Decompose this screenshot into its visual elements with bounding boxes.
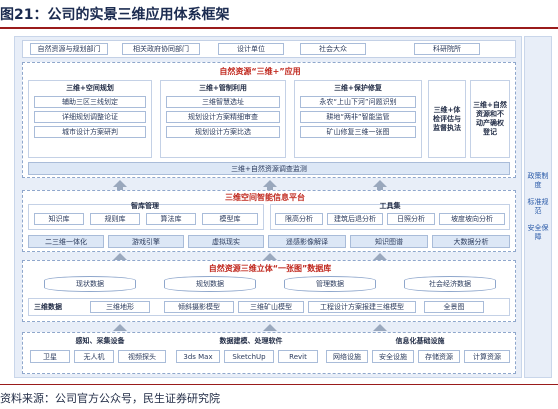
tool-item: 限高分析 <box>275 213 323 225</box>
protect-item: 矿山修复三维一张图 <box>300 126 416 138</box>
it-item: 网络设施 <box>326 350 368 363</box>
up-arrow <box>373 324 387 331</box>
data-cylinder: 现状数据 <box>44 276 136 292</box>
side-column <box>524 36 552 378</box>
engine-item: 知识图谱 <box>350 235 428 248</box>
side-item: 政策制度 <box>527 172 549 189</box>
it-item: 计算资源 <box>464 350 510 363</box>
up-arrow <box>373 253 387 260</box>
planning-item: 详细规划调整论证 <box>34 111 146 123</box>
tool-item: 日照分析 <box>387 213 435 225</box>
sense-group-title: 感知、采集设备 <box>75 337 125 345</box>
up-arrow <box>263 324 277 331</box>
database-title: 自然资源三维立体“一张图”数据库 <box>208 264 332 273</box>
control-item: 规划设计方案精细审查 <box>166 111 280 123</box>
title-divider <box>0 27 558 29</box>
protect-item: 耕地“两非”智能监管 <box>300 111 416 123</box>
control-group-title: 三维+管制利用 <box>199 83 247 92</box>
3d-data-item: 三维地形 <box>90 301 150 313</box>
property-group: 三维+自然资源和不动产确权登记 <box>470 80 510 158</box>
tool-item: 建筑后退分析 <box>327 213 383 225</box>
protect-item: 永农“上山下河”问题识别 <box>300 96 416 108</box>
source-divider <box>0 384 558 385</box>
platform-title: 三维空间智能信息平台 <box>225 193 305 202</box>
sense-item: 卫星 <box>30 350 70 363</box>
library-item: 算法库 <box>146 213 196 225</box>
software-item: Revit <box>278 350 318 363</box>
planning-group-title: 三维+空间规划 <box>66 83 114 92</box>
side-item: 标准规范 <box>527 198 549 215</box>
application-layer-title: 自然资源“三维+”应用 <box>219 66 301 76</box>
protect-group-title: 三维+保护修复 <box>334 83 382 92</box>
up-arrow <box>113 253 127 260</box>
it-group-title: 信息化基础设施 <box>395 337 445 345</box>
survey-bar: 三维+自然资源调查监测 <box>28 162 510 175</box>
data-cylinder: 规划数据 <box>164 276 256 292</box>
it-item: 安全设施 <box>372 350 414 363</box>
eval-group: 三维+体检评估与监督执法 <box>428 80 466 158</box>
user-item: 相关政府协同部门 <box>122 43 200 55</box>
3d-data-item: 工程设计方案报建三维模型 <box>308 301 416 313</box>
library-group-title: 智库管理 <box>131 202 159 210</box>
side-item: 安全保障 <box>527 224 549 241</box>
engine-item: 遥感影像解译 <box>268 235 346 248</box>
sense-item: 无人机 <box>74 350 114 363</box>
3d-data-item: 三维矿山模型 <box>238 301 304 313</box>
up-arrow-stem <box>117 187 123 190</box>
user-item: 设计单位 <box>218 43 284 55</box>
up-arrow <box>113 324 127 331</box>
up-arrow <box>263 180 277 187</box>
up-arrow <box>373 180 387 187</box>
control-item: 规划设计方案比选 <box>166 126 280 138</box>
up-arrow-stem <box>377 187 383 190</box>
user-item: 社会大众 <box>300 43 366 55</box>
library-item: 模型库 <box>202 213 258 225</box>
library-item: 知识库 <box>34 213 84 225</box>
engine-item: 大数据分析 <box>432 235 510 248</box>
user-item: 自然资源与规划部门 <box>30 43 108 55</box>
figure-title: 图21：公司的实景三维应用体系框架 <box>0 7 230 23</box>
control-item: 三维智慧选址 <box>166 96 280 108</box>
engine-item: 二三维一体化 <box>28 235 104 248</box>
planning-item: 城市设计方案研判 <box>34 126 146 138</box>
engine-item: 虚拟现实 <box>188 235 264 248</box>
3d-data-item: 全景图 <box>424 301 484 313</box>
software-group-title: 数据建模、处理软件 <box>219 337 283 345</box>
up-arrow <box>113 180 127 187</box>
engine-item: 游戏引擎 <box>108 235 184 248</box>
data-cylinder: 社会经济数据 <box>404 276 496 292</box>
planning-item: 辅助三区三线划定 <box>34 96 146 108</box>
software-item: 3ds Max <box>176 350 220 363</box>
it-item: 存储资源 <box>418 350 460 363</box>
source-note: 资料来源：公司官方公众号，民生证券研究院 <box>0 392 220 405</box>
user-item: 科研院所 <box>414 43 480 55</box>
software-item: SketchUp <box>224 350 274 363</box>
data-cylinder: 管理数据 <box>284 276 376 292</box>
3d-data-item: 倾斜摄影模型 <box>164 301 234 313</box>
up-arrow <box>263 253 277 260</box>
library-item: 规则库 <box>90 213 140 225</box>
up-arrow-stem <box>267 187 273 190</box>
sense-item: 视频探头 <box>118 350 166 363</box>
3d-data-label: 三维数据 <box>34 303 62 311</box>
tool-item: 坡度坡向分析 <box>439 213 505 225</box>
tool-group-title: 工具集 <box>379 202 401 210</box>
